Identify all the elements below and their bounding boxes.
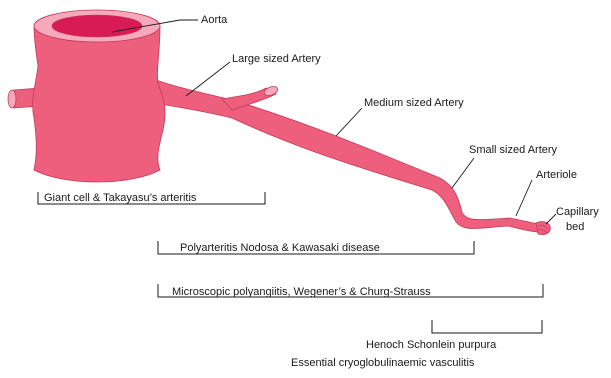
disease-henoch: Henoch Schonlein purpura [366,339,497,351]
label-medium-artery: Medium sized Artery [364,97,464,109]
arteriole-leader [516,180,532,216]
capillary-leader [546,214,556,224]
disease-cryoglobulinaemic: Essential cryoglobulinaemic vasculitis [291,357,475,369]
medium-artery-leader [336,108,362,136]
disease-polyarteritis: Polyarteritis Nodosa & Kawasaki disease [180,242,380,254]
label-capillary-bed: bed [566,221,584,233]
small-artery-leader [452,158,474,188]
label-small-artery: Small sized Artery [469,144,558,156]
aorta-left-branch-opening [8,90,16,108]
disease-giant-cell: Giant cell & Takayasu’s arteritis [44,192,197,204]
label-capillary: Capillary [556,206,599,218]
aorta-body [33,26,165,182]
capillary-bed [536,222,550,235]
label-arteriole: Arteriole [536,169,577,181]
bracket-small-vessel [432,320,542,333]
label-large-artery: Large sized Artery [232,53,321,65]
label-aorta: Aorta [201,14,228,26]
aorta-lumen [52,15,142,37]
disease-microscopic: Microscopic polyangiitis, Wegener’s & Ch… [172,286,431,298]
large-artery-leader [186,62,230,96]
